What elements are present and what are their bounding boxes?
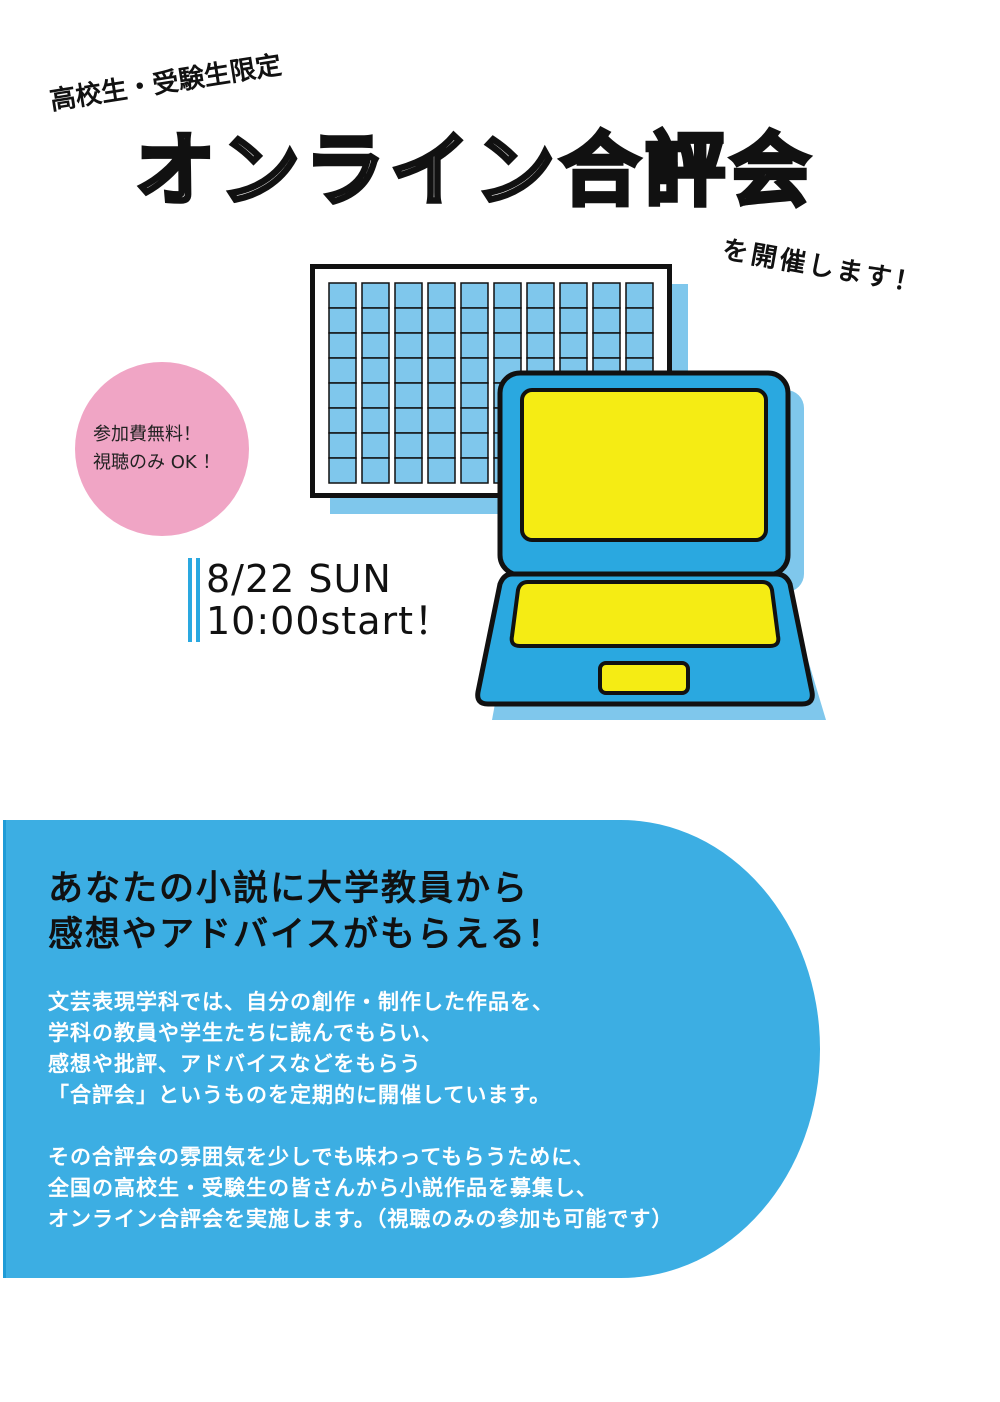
grid-cell (361, 282, 390, 309)
grid-cell (328, 432, 357, 459)
badge-line: 参加費無料！ (93, 424, 201, 445)
grid-cell (394, 432, 423, 459)
grid-cell (460, 282, 489, 309)
grid-cell (394, 407, 423, 434)
grid-cell (361, 307, 390, 334)
info-panel (3, 820, 820, 1278)
grid-cell (361, 457, 390, 484)
grid-cell (427, 282, 456, 309)
grid-cell (361, 357, 390, 384)
grid-cell (559, 332, 588, 359)
grid-cell (493, 332, 522, 359)
grid-cell (493, 307, 522, 334)
paragraph-1: 文芸表現学科では、自分の創作・制作した作品を、 学科の教員や学生たちに読んでもら… (48, 987, 554, 1111)
grid-cell (328, 282, 357, 309)
paragraph-2: その合評会の雰囲気を少しでも味わってもらうために、 全国の高校生・受験生の皆さん… (48, 1142, 673, 1235)
grid-cell (328, 357, 357, 384)
grid-cell (394, 282, 423, 309)
grid-cell (328, 407, 357, 434)
para-line: 「合評会」というものを定期的に開催しています。 (48, 1083, 552, 1107)
grid-cell (559, 307, 588, 334)
grid-cell (361, 382, 390, 409)
para-line: 学科の教員や学生たちに読んでもらい、 (48, 1021, 443, 1045)
grid-cell (328, 382, 357, 409)
headline-line: 感想やアドバイスがもらえる！ (48, 915, 564, 955)
laptop-illustration (475, 370, 826, 720)
grid-cell (460, 407, 489, 434)
grid-cell (328, 307, 357, 334)
para-line: 感想や批評、アドバイスなどをもらう (48, 1052, 422, 1076)
grid-cell (427, 432, 456, 459)
grid-cell (526, 282, 555, 309)
grid-cell (460, 307, 489, 334)
grid-cell (328, 457, 357, 484)
headline-line: あなたの小説に大学教員から (48, 869, 530, 909)
grid-cell (427, 382, 456, 409)
grid-cell (625, 282, 654, 309)
grid-cell (427, 407, 456, 434)
headline: あなたの小説に大学教員から 感想やアドバイスがもらえる！ (48, 866, 564, 958)
event-time: 10:00start！ (206, 599, 454, 643)
grid-cell (427, 357, 456, 384)
para-line: オンライン合評会を実施します。（視聴のみの参加も可能です） (48, 1207, 674, 1231)
grid-cell (328, 332, 357, 359)
grid-cell (394, 382, 423, 409)
badge-line: 視聴のみ OK ！ (93, 452, 221, 473)
grid-cell (361, 332, 390, 359)
grid-cell (361, 432, 390, 459)
grid-cell (526, 332, 555, 359)
para-line: その合評会の雰囲気を少しでも味わってもらうために、 (48, 1145, 595, 1169)
event-datetime: 8/22 SUN 10:00start！ (188, 558, 453, 642)
grid-cell (427, 332, 456, 359)
free-badge: 参加費無料！ 視聴のみ OK ！ (75, 362, 249, 536)
grid-cell (625, 307, 654, 334)
event-date: 8/22 SUN (206, 557, 392, 601)
grid-cell (394, 457, 423, 484)
subtitle: 高校生・受験生限定 (47, 50, 284, 117)
grid-cell (394, 332, 423, 359)
grid-cell (526, 307, 555, 334)
grid-cell (427, 307, 456, 334)
grid-cell (361, 407, 390, 434)
grid-cell (493, 282, 522, 309)
grid-cell (427, 457, 456, 484)
grid-cell (625, 332, 654, 359)
grid-cell (592, 332, 621, 359)
grid-cell (460, 457, 489, 484)
grid-cell (394, 357, 423, 384)
para-line: 全国の高校生・受験生の皆さんから小説作品を募集し、 (48, 1176, 598, 1200)
para-line: 文芸表現学科では、自分の創作・制作した作品を、 (48, 990, 554, 1014)
title-tail: を開催します！ (719, 235, 926, 300)
grid-cell (592, 307, 621, 334)
grid-cell (460, 382, 489, 409)
grid-cell (394, 307, 423, 334)
grid-cell (460, 332, 489, 359)
page-title: オンライン合評会 (133, 124, 815, 217)
grid-cell (559, 282, 588, 309)
grid-cell (592, 282, 621, 309)
grid-cell (460, 432, 489, 459)
